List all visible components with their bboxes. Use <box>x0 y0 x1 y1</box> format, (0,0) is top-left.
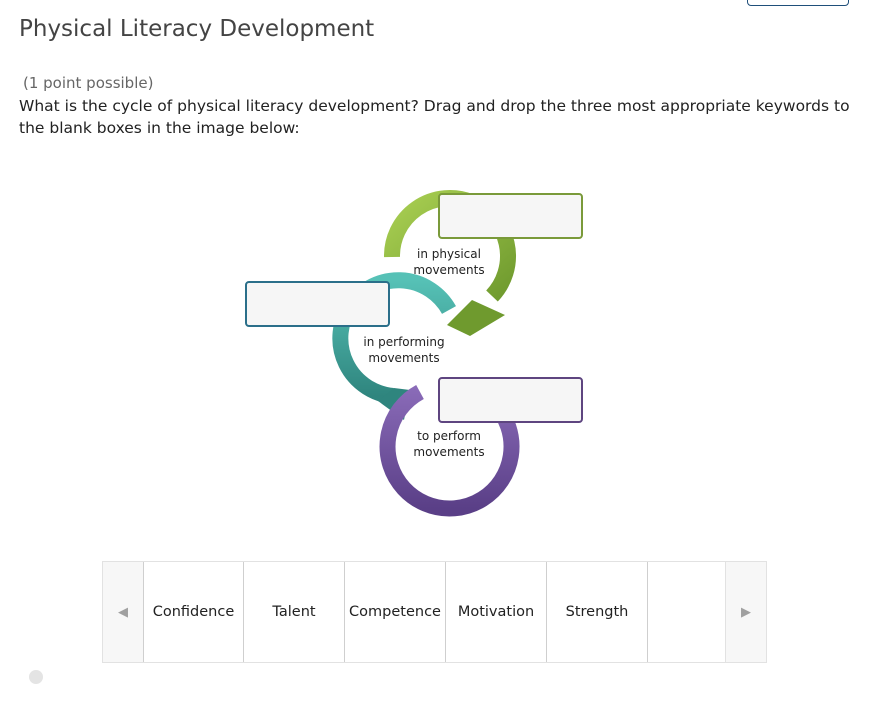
cycle-label-perform: to perform movements <box>394 428 504 460</box>
keyword-option-talent[interactable]: Talent <box>244 562 345 662</box>
drop-zone-1[interactable] <box>438 193 583 239</box>
chevron-left-icon: ◀ <box>118 604 128 620</box>
keyword-option-empty[interactable] <box>648 562 724 662</box>
cycle-label-line: movements <box>413 263 485 277</box>
keyword-options: Confidence Talent Competence Motivation … <box>143 562 724 662</box>
cycle-label-line: in physical <box>417 247 481 261</box>
keyword-option-strength[interactable]: Strength <box>547 562 648 662</box>
cycle-label-line: movements <box>368 351 440 365</box>
carousel-prev-button[interactable]: ◀ <box>103 562 144 662</box>
cycle-label-physical: in physical movements <box>394 246 504 278</box>
cycle-label-performing: in performing movements <box>349 334 459 366</box>
cycle-label-line: in performing <box>363 335 445 349</box>
chevron-right-icon: ▶ <box>741 604 751 620</box>
drop-zone-3[interactable] <box>438 377 583 423</box>
cycle-label-line: movements <box>413 445 485 459</box>
page-title: Physical Literacy Development <box>19 16 375 42</box>
status-dot <box>29 670 43 684</box>
keyword-carousel: ◀ Confidence Talent Competence Motivatio… <box>102 561 767 663</box>
cycle-label-line: to perform <box>417 429 481 443</box>
keyword-option-motivation[interactable]: Motivation <box>446 562 547 662</box>
top-action-button[interactable] <box>747 0 849 6</box>
keyword-option-confidence[interactable]: Confidence <box>143 562 244 662</box>
points-possible: (1 point possible) <box>23 74 154 92</box>
carousel-next-button[interactable]: ▶ <box>725 562 766 662</box>
question-text: What is the cycle of physical literacy d… <box>19 97 850 137</box>
drop-zone-2[interactable] <box>245 281 390 327</box>
keyword-option-competence[interactable]: Competence <box>345 562 446 662</box>
